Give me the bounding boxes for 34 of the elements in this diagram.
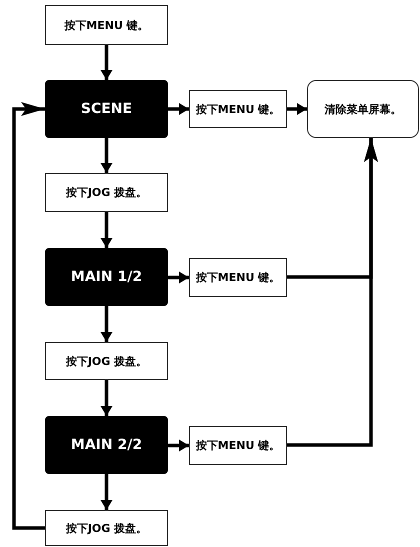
arrow [100,212,112,248]
step-box [189,90,287,128]
step-text: 按下JOG 拨盘。 [66,354,148,368]
arrow [168,440,189,452]
menu-screen-box [45,80,168,138]
step-text: SCENE [80,101,132,117]
step-text: 按下MENU 键。 [196,438,280,453]
step-text: 按下JOG 拨盘。 [66,185,148,200]
result-box [307,80,419,138]
step-box [45,173,168,212]
arrow [100,306,112,342]
step-text: 按下JOG 拨盘。 [66,520,148,536]
step-box [189,426,287,465]
menu-screen-box [45,248,168,306]
step-text: 清除菜单屏幕。 [324,102,402,116]
step-text: 按下MENU 键。 [196,102,280,116]
step-text: MAIN 2/2 [70,437,142,453]
arrow [100,380,112,416]
step-box [45,510,168,546]
step-text: 按下MENU 键。 [64,18,149,32]
arrow [100,474,112,510]
step-box [45,342,168,380]
step-box [45,5,168,45]
arrow [100,45,112,80]
arrow [168,103,189,115]
arrow [168,272,189,284]
step-box [189,258,287,297]
arrow [12,102,45,530]
step-text: 按下MENU 键。 [196,270,280,285]
arrow [100,138,112,173]
arrow [287,138,378,447]
step-text: MAIN 1/2 [70,269,142,285]
arrow [287,103,307,115]
menu-screen-box [45,416,168,474]
